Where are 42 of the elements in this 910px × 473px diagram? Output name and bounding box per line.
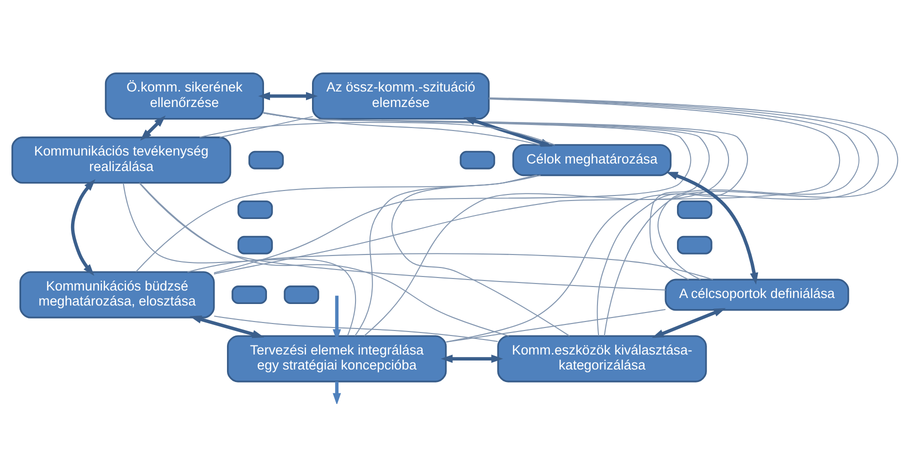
arrow: [258, 91, 318, 100]
node-box: Az össz-komm.-szituáció elemzése: [312, 72, 490, 120]
node-box: Célok meghatározása: [512, 144, 672, 176]
connector: [199, 121, 555, 145]
connector: [122, 182, 356, 336]
node-box: [676, 200, 712, 219]
node-box: Komm.eszközök kiválasztása-kategorizálása: [497, 334, 707, 382]
connector: [220, 116, 313, 138]
node-box: A célcsoportok definiálása: [664, 278, 850, 310]
connector: [446, 308, 666, 342]
connector: [214, 112, 692, 273]
node-box: [676, 235, 712, 254]
node-box: [284, 285, 320, 304]
arrow: [666, 171, 758, 284]
node-box: [238, 235, 273, 254]
node-box: [460, 150, 496, 169]
connector: [488, 96, 898, 336]
arrow: [140, 115, 166, 140]
connector: [139, 182, 509, 336]
connector: [187, 252, 714, 280]
connector: [136, 174, 541, 272]
connector: [354, 174, 538, 336]
node-box: Tervezési elemek integrálása egy stratégiai koncepcióba: [226, 334, 447, 382]
arrow: [652, 308, 726, 338]
node-box: [238, 200, 273, 219]
connector: [138, 182, 666, 290]
arrow: [190, 314, 264, 338]
connector: [446, 97, 879, 342]
arrow: [70, 178, 96, 276]
connector: [214, 98, 840, 274]
node-box: Kommunikációs büdzsé meghatározása, elosztása: [19, 270, 215, 318]
connector: [263, 112, 710, 280]
node-box: [232, 285, 267, 304]
connector: [263, 112, 540, 145]
node-box: [248, 150, 284, 169]
arrow: [332, 381, 341, 404]
arrow: [440, 354, 504, 362]
connector: [391, 174, 570, 336]
node-box: Kommunikációs tevékenység realizálása: [11, 136, 232, 184]
node-box: Ö.komm. sikerének ellenőrzése: [104, 72, 264, 120]
arrow: [463, 116, 553, 146]
connector: [214, 315, 498, 342]
